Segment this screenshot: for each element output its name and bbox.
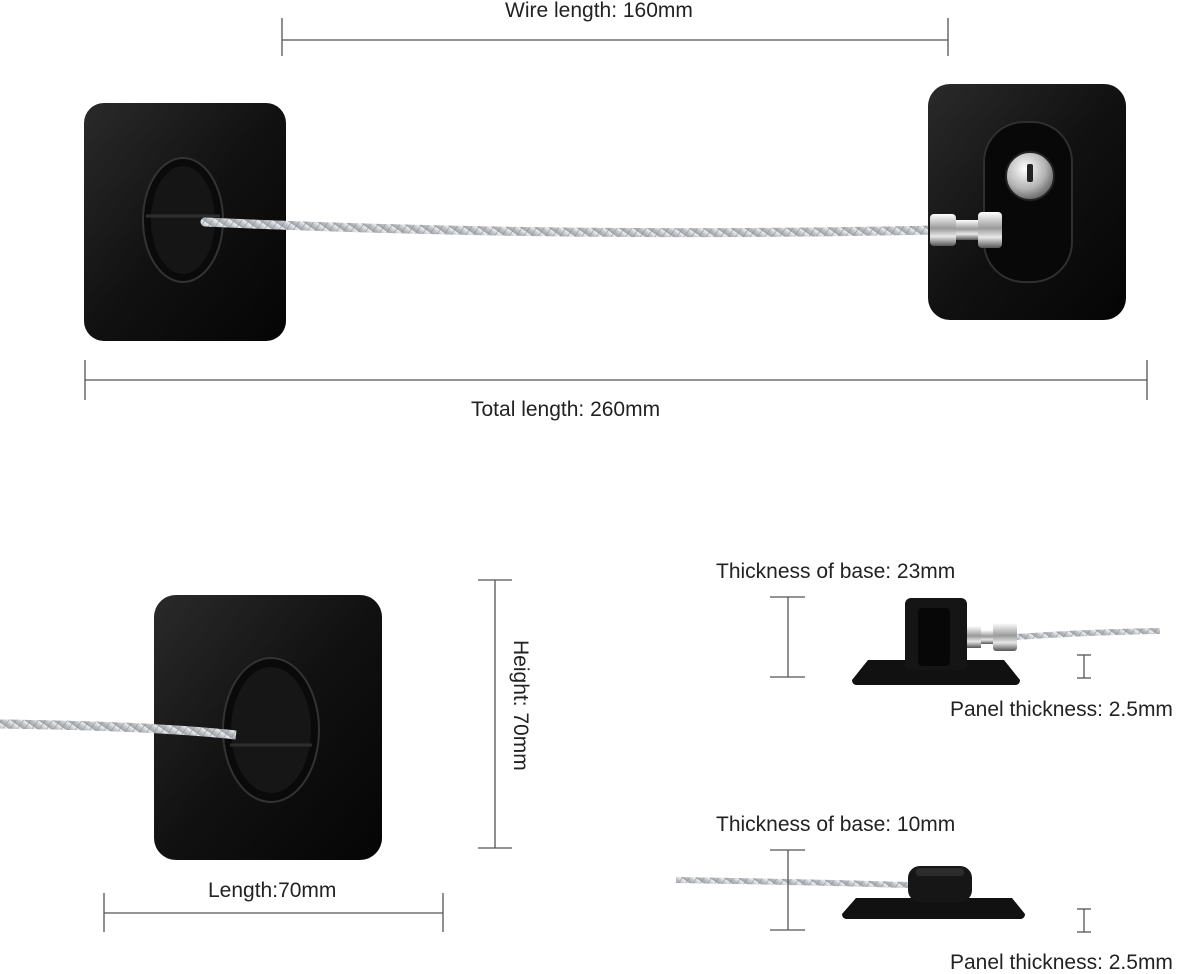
front-view-pad xyxy=(0,595,382,860)
total-length-dimension-line xyxy=(84,360,1148,400)
length-label: Length:70mm xyxy=(208,879,337,902)
lower-panel-thickness-dimension xyxy=(1077,908,1091,933)
lower-base-thickness-dimension xyxy=(770,849,805,931)
upper-panel-thickness-dimension xyxy=(1077,654,1091,679)
lower-panel-thickness-label: Panel thickness: 2.5mm xyxy=(950,951,1173,974)
upper-panel-thickness-label: Panel thickness: 2.5mm xyxy=(950,698,1173,721)
length-dimension-line xyxy=(103,893,444,932)
lower-base-thickness-label: Thickness of base: 10mm xyxy=(716,813,956,836)
side-view-lock-module xyxy=(852,598,1161,685)
height-dimension-line xyxy=(478,579,512,849)
upper-base-thickness-label: Thickness of base: 23mm xyxy=(716,560,956,583)
side-view-anchor-module xyxy=(675,866,1025,919)
wire-length-label: Wire length: 160mm xyxy=(505,0,693,22)
height-label: Height: 70mm xyxy=(509,640,532,771)
wire-length-dimension-line xyxy=(281,18,949,56)
steel-wire-cable xyxy=(200,217,937,238)
left-anchor-pad xyxy=(84,103,286,341)
wire-connector-chrome xyxy=(930,212,1002,248)
upper-base-thickness-dimension xyxy=(770,596,805,678)
total-length-label: Total length: 260mm xyxy=(471,398,661,421)
right-lock-pad xyxy=(928,84,1126,320)
